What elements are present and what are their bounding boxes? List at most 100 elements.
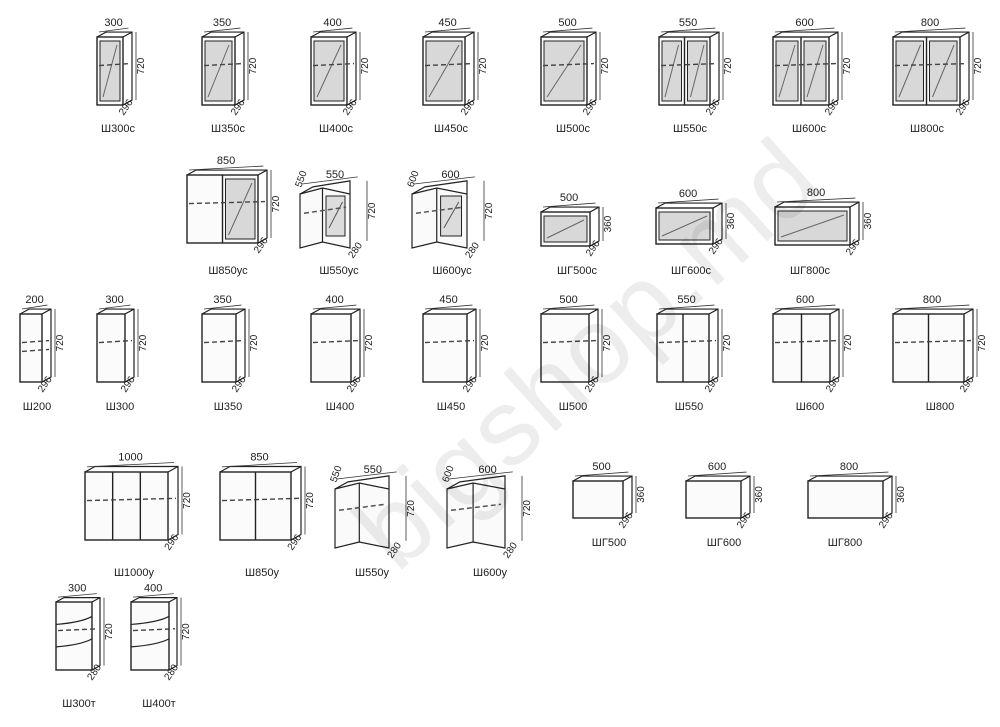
width-label: 450 bbox=[439, 294, 457, 306]
width-label: 300 bbox=[68, 583, 86, 595]
height-label: 720 bbox=[977, 334, 988, 351]
width-label: 200 bbox=[25, 294, 43, 306]
width-label: 550 bbox=[326, 169, 344, 181]
cabinet-code-label: Ш400 bbox=[326, 401, 354, 413]
height-label: 720 bbox=[104, 623, 115, 640]
height-label: 720 bbox=[271, 195, 282, 212]
cabinet-code-label: Ш550 bbox=[675, 401, 703, 413]
width-label: 550 bbox=[679, 17, 697, 29]
height-label: 720 bbox=[843, 334, 854, 351]
cabinet-body bbox=[685, 480, 742, 519]
height-label: 720 bbox=[248, 57, 259, 74]
cabinet-code-label: ШГ500 bbox=[592, 537, 626, 549]
cabinet-code-label: Ш300с bbox=[101, 123, 135, 135]
height-label: 720 bbox=[484, 202, 495, 219]
height-label: 720 bbox=[478, 57, 489, 74]
cabinet-body bbox=[572, 480, 624, 519]
height-label: 720 bbox=[138, 334, 149, 351]
width-label: 500 bbox=[558, 17, 576, 29]
width-label: 500 bbox=[560, 192, 578, 204]
height-label: 720 bbox=[55, 334, 66, 351]
height-label: 720 bbox=[406, 500, 417, 517]
cabinet-code-label: ШГ600с bbox=[671, 265, 711, 277]
height-label: 360 bbox=[754, 486, 765, 503]
width-label: 800 bbox=[807, 187, 825, 199]
width-label: 550 bbox=[677, 294, 695, 306]
height-label: 720 bbox=[723, 57, 734, 74]
cabinet-code-label: ШГ600 bbox=[707, 537, 741, 549]
height-label: 720 bbox=[305, 492, 316, 509]
height-label: 720 bbox=[973, 57, 984, 74]
cabinet-body bbox=[55, 601, 93, 671]
cabinet-code-label: Ш400с bbox=[319, 123, 353, 135]
width-label: 600 bbox=[441, 169, 459, 181]
width-left-label: 550 bbox=[329, 464, 345, 484]
cabinet-code-label: Ш300 bbox=[106, 401, 134, 413]
cabinet-code-label: Ш600 bbox=[796, 401, 824, 413]
height-label: 360 bbox=[603, 215, 614, 232]
width-label: 500 bbox=[559, 294, 577, 306]
width-label: 600 bbox=[478, 464, 496, 476]
width-label: 600 bbox=[796, 294, 814, 306]
cabinet-code-label: Ш550с bbox=[673, 123, 707, 135]
cabinet-code-label: Ш850ус bbox=[208, 265, 248, 277]
height-label: 720 bbox=[522, 500, 533, 517]
cabinet-code-label: Ш350 bbox=[214, 401, 242, 413]
height-label: 360 bbox=[896, 486, 907, 503]
width-label: 400 bbox=[323, 17, 341, 29]
cabinet-code-label: Ш1000у bbox=[114, 567, 155, 579]
width-left-label: 600 bbox=[406, 169, 422, 189]
cabinet-code-label: Ш600у bbox=[473, 567, 507, 579]
cabinet-body bbox=[19, 313, 43, 383]
height-label: 720 bbox=[600, 57, 611, 74]
cabinet-body bbox=[310, 313, 352, 383]
cabinet-code-label: Ш450 bbox=[437, 401, 465, 413]
cabinet-code-label: Ш300т bbox=[62, 698, 95, 710]
cabinet-body bbox=[130, 601, 170, 671]
cabinet-body bbox=[96, 313, 126, 383]
cabinet-body bbox=[84, 471, 169, 541]
height-label: 720 bbox=[249, 334, 260, 351]
width-label: 1000 bbox=[118, 452, 142, 464]
width-label: 400 bbox=[325, 294, 343, 306]
height-label: 720 bbox=[364, 334, 375, 351]
height-label: 720 bbox=[480, 334, 491, 351]
height-label: 720 bbox=[842, 57, 853, 74]
cabinet-code-label: Ш500с bbox=[556, 123, 590, 135]
cabinet-code-label: Ш600ус bbox=[432, 265, 472, 277]
cabinet-body bbox=[334, 482, 390, 549]
height-label: 720 bbox=[602, 334, 613, 351]
width-label: 350 bbox=[213, 17, 231, 29]
width-label: 300 bbox=[105, 294, 123, 306]
cabinet-code-label: Ш400т bbox=[142, 698, 175, 710]
cabinet-body bbox=[807, 480, 884, 519]
cabinet-code-label: Ш800 bbox=[926, 401, 954, 413]
cabinet-code-label: Ш800с bbox=[910, 123, 944, 135]
height-label: 720 bbox=[182, 492, 193, 509]
width-label: 350 bbox=[213, 294, 231, 306]
width-left-label: 600 bbox=[441, 464, 457, 484]
cabinet-body bbox=[540, 313, 590, 383]
